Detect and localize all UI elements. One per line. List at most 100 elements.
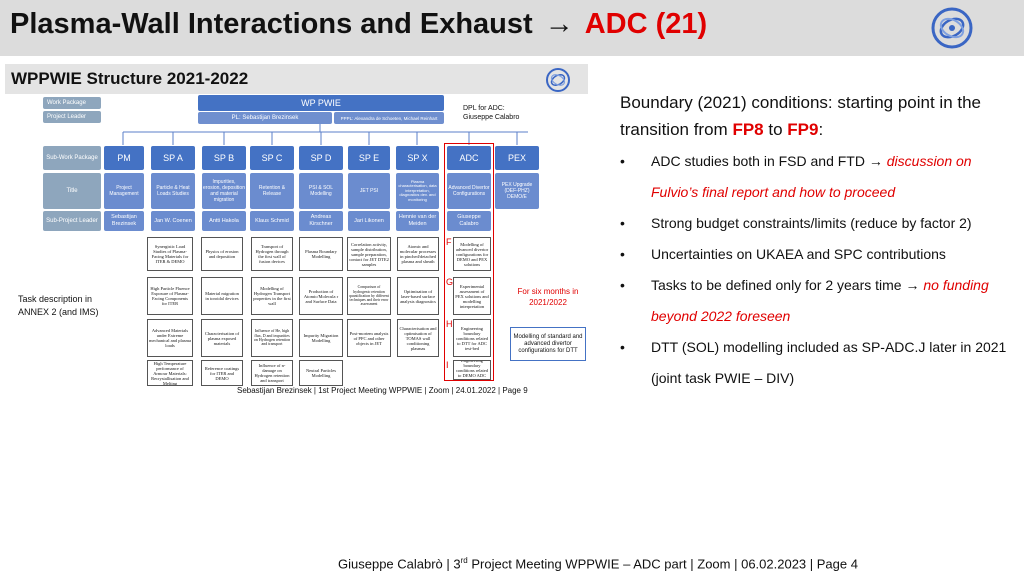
task-box: Influence of n-damage on Hydrogen retent… xyxy=(251,360,293,386)
sub-package-title: Plasma characterisation, data interpreta… xyxy=(396,173,439,209)
dpl-title: DPL for ADC: xyxy=(463,105,505,112)
dtt-modelling-box: Modelling of standard and advanced diver… xyxy=(510,327,586,361)
fp8-label: FP8 xyxy=(732,120,764,139)
sub-package-title: Impurities, erosion, deposition and mate… xyxy=(202,173,246,209)
task-box: Neutral Particles Modelling xyxy=(299,360,343,386)
footer-text: Giuseppe Calabrò | 3 xyxy=(338,556,461,572)
sub-package-pex: PEX xyxy=(495,146,539,170)
task-box: Influence of He, high flux, D and impuri… xyxy=(251,319,293,357)
bullet-text: Strong budget constraints/limits (reduce… xyxy=(651,215,972,231)
arrow-icon: → xyxy=(905,277,920,293)
task-box: Transport of Hydrogen through the first … xyxy=(251,237,293,271)
sub-package-title: PEX Upgrade (DEF-PHZ) DEMO/E xyxy=(495,173,539,209)
pl-box: PL: Sebastijan Brezinsek xyxy=(198,112,332,124)
arrow-icon: → xyxy=(868,153,883,169)
sub-package-title: JET PSI xyxy=(348,173,390,209)
sub-package-spx: SP X xyxy=(396,146,439,170)
legend-title: Title xyxy=(43,173,101,209)
task-box: Production of Atomic/Molecula r and Surf… xyxy=(299,277,343,315)
title-bar: Plasma-Wall Interactions and Exhaust → A… xyxy=(0,0,1024,56)
list-item: DTT (SOL) modelling included as SP-ADC.J… xyxy=(620,332,1012,394)
task-box: Modelling of Hydrogen Transport properti… xyxy=(251,277,293,315)
task-box: Characterisation of plasma exposed mater… xyxy=(201,319,243,357)
sub-package-spd: SP D xyxy=(299,146,343,170)
legend-work-package: Work Package xyxy=(43,97,101,109)
list-item: Uncertainties on UKAEA and SPC contribut… xyxy=(620,239,1012,270)
list-item: Tasks to be defined only for 2 years tim… xyxy=(620,270,1012,332)
fp9-label: FP9 xyxy=(787,120,819,139)
ppl-box: PPPL: Alexandra de Schoeten, Michael Rei… xyxy=(334,112,444,124)
sub-package-adc: ADC xyxy=(447,146,491,170)
eurofusion-logo-icon xyxy=(931,7,973,49)
to-label: to xyxy=(763,120,788,139)
task-box: Optimisation of laser-based surface anal… xyxy=(397,277,439,315)
embedded-slide: WPPWIE Structure 2021-2022 Work Package … xyxy=(5,64,588,398)
task-box: Atomic and molecular processes in pinche… xyxy=(397,237,439,271)
sub-package-spa: SP A xyxy=(151,146,195,170)
footer-text-rest: Project Meeting WPPWIE – ADC part | Zoom… xyxy=(467,556,858,572)
task-box: Material migration in toroidal devices xyxy=(201,277,243,315)
sub-package-title: Advanced Divertor Configurations xyxy=(447,173,491,209)
legend-sub-project-leader: Sub-Project Leader xyxy=(43,211,101,231)
wp-title-box: WP PWIE xyxy=(198,95,444,111)
task-description-note: Task description in ANNEX 2 (and IMS) xyxy=(18,294,99,317)
bullet-list: ADC studies both in FSD and FTD → discus… xyxy=(620,146,1012,394)
legend-sub-work-package: Sub-Work Package xyxy=(43,146,101,170)
task-box: Synergistic Load Studies of Plasma-Facin… xyxy=(147,237,193,271)
page-title-main: Plasma-Wall Interactions and Exhaust xyxy=(10,8,533,40)
list-item: ADC studies both in FSD and FTD → discus… xyxy=(620,146,1012,208)
task-box: Impurity Migration Modelling xyxy=(299,319,343,357)
sub-package-pm: PM xyxy=(104,146,144,170)
eurofusion-logo-icon xyxy=(546,68,570,92)
legend-project-leader: Project Leader xyxy=(43,111,101,123)
footer: Giuseppe Calabrò | 3rd Project Meeting W… xyxy=(338,556,858,571)
task-box: High Temperature performance of Armour M… xyxy=(147,360,193,386)
sub-package-leader: Klaus Schmid xyxy=(250,211,294,231)
task-letter-h: H xyxy=(446,319,453,329)
bullet-text: Tasks to be defined only for 2 years tim… xyxy=(651,277,906,293)
dpl-label: DPL for ADC: Giuseppe Calabro xyxy=(463,104,519,122)
sub-package-leader: Jan W. Coenen xyxy=(151,211,195,231)
task-letter-g: G xyxy=(446,277,454,287)
sub-package-leader: Andreas Kirschner xyxy=(299,211,343,231)
sub-package-leader: Giuseppe Calabro xyxy=(447,211,491,231)
sub-package-spb: SP B xyxy=(202,146,246,170)
sub-package-leader: Hennie van der Meiden xyxy=(396,211,439,231)
task-box: High Particle Fluence Exposure of Plasma… xyxy=(147,277,193,315)
sub-package-title: Project Management xyxy=(104,173,144,209)
bullet-text: DTT (SOL) modelling included as SP-ADC.J… xyxy=(651,339,1007,386)
colon-label: : xyxy=(818,120,824,139)
page-title: Plasma-Wall Interactions and Exhaust → A… xyxy=(10,8,707,41)
bullet-emphasis: no funding beyond 2022 foreseen xyxy=(651,277,989,324)
adc-highlight-frame xyxy=(444,143,494,381)
sub-package-spc: SP C xyxy=(250,146,294,170)
intro-text: Boundary (2021) conditions: starting poi… xyxy=(620,93,982,139)
footer-sup: rd xyxy=(460,556,468,565)
sub-package-title: PSI & SOL Modelling xyxy=(299,173,343,209)
task-letter-i: I xyxy=(446,360,449,370)
task-box: Modelling of advanced divertor configura… xyxy=(453,237,491,271)
task-box: Comparison of hydrogenic retention quant… xyxy=(347,277,391,315)
list-item: Strong budget constraints/limits (reduce… xyxy=(620,208,1012,239)
task-box: Reference coatings for ITER and DEMO xyxy=(201,360,243,386)
sub-package-leader: Antti Hakola xyxy=(202,211,246,231)
dpl-name: Giuseppe Calabro xyxy=(463,114,520,121)
sub-package-title: Particle & Heat Loads Studies xyxy=(151,173,195,209)
sub-package-spe: SP E xyxy=(348,146,390,170)
sub-package-leader: Jari Likonen xyxy=(348,211,390,231)
page-title-adc: ADC (21) xyxy=(584,8,708,40)
sub-package-leader: Sebastijan Brezinsek xyxy=(104,211,144,231)
embedded-slide-title: WPPWIE Structure 2021-2022 xyxy=(11,69,249,88)
arrow-icon: → xyxy=(544,8,574,40)
task-box: Advanced Materials under Extreme mechani… xyxy=(147,319,193,357)
task-box: Engineering boundary conditions related … xyxy=(453,319,491,357)
task-box: Post-mortem analysis of PFC and other ob… xyxy=(347,319,391,357)
task-box: Engineering boundary conditions related … xyxy=(453,360,491,380)
bullet-text: ADC studies both in FSD and FTD xyxy=(651,153,869,169)
task-box: Experimental assessment of PEX solutions… xyxy=(453,277,491,315)
task-box: Correlation activity, sample distributio… xyxy=(347,237,391,271)
task-box: Physics of erosion and deposition xyxy=(201,237,243,271)
embedded-slide-signature: Sebastijan Brezinsek | 1st Project Meeti… xyxy=(237,386,528,395)
task-letter-f: F xyxy=(446,237,452,247)
bullet-text: Uncertainties on UKAEA and SPC contribut… xyxy=(651,246,946,262)
